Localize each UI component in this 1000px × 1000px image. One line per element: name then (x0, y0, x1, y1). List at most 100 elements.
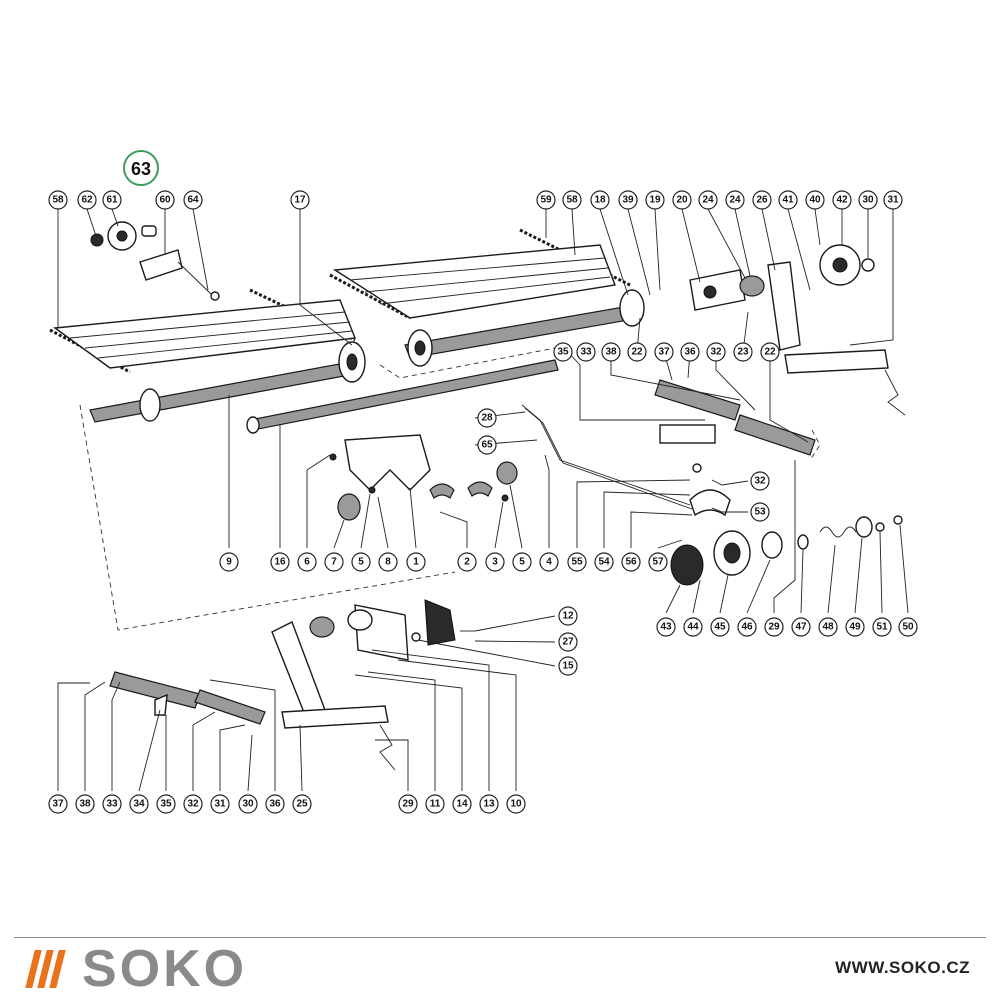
callout-label: 5 (358, 557, 364, 568)
assembly-boundary-left (79, 404, 456, 631)
callouts-bottom-row-right: 43 44 45 46 29 47 48 49 51 50 (656, 617, 918, 637)
callout-label: 24 (729, 195, 741, 206)
callout-label: 59 (540, 195, 552, 206)
callout: 34 (129, 794, 149, 814)
callout-label: 3 (492, 557, 498, 568)
callout-label: 32 (710, 347, 722, 358)
callout: 35 (156, 794, 176, 814)
callout: 46 (737, 617, 757, 637)
callout: 58 (48, 190, 68, 210)
callout-label: 32 (754, 476, 766, 487)
control-rod-drawing (521, 404, 731, 517)
callout: 29 (764, 617, 784, 637)
callout-label: 43 (660, 622, 672, 633)
callout-label: 27 (562, 637, 574, 648)
callout-label: 31 (887, 195, 899, 206)
callout: 6 (297, 552, 317, 572)
callout-label: 18 (594, 195, 606, 206)
fork-bracket-drawing (329, 434, 518, 521)
callout-label: 51 (876, 622, 888, 633)
callout-label: 7 (331, 557, 337, 568)
callout: 57 (648, 552, 668, 572)
callout-label: 15 (562, 661, 574, 672)
callout: 10 (506, 794, 526, 814)
callout: 7 (324, 552, 344, 572)
callout-label: 19 (649, 195, 661, 206)
callout-label: 33 (580, 347, 592, 358)
callout-label: 64 (187, 195, 199, 206)
figure-number-badge: 63 (123, 150, 159, 186)
website-link[interactable]: WWW.SOKO.CZ (835, 958, 970, 977)
callout: 8 (378, 552, 398, 572)
callout: 32 (706, 342, 726, 362)
callout-label: 11 (430, 799, 441, 810)
callout: 36 (680, 342, 700, 362)
callouts-plate: 12 27 15 (558, 606, 578, 676)
callouts-middle: 28 65 32 53 (477, 408, 770, 522)
callout: 30 (238, 794, 258, 814)
callout-label: 24 (702, 195, 714, 206)
callout: 5 (512, 552, 532, 572)
callout: 65 (477, 435, 497, 455)
callout-label: 35 (557, 347, 569, 358)
callout-label: 33 (106, 799, 118, 810)
callout-label: 22 (631, 347, 643, 358)
callout-label: 62 (81, 195, 93, 206)
callout: 38 (75, 794, 95, 814)
callouts-top-left: 58 62 61 60 64 17 (48, 190, 310, 210)
callout-label: 6 (304, 557, 310, 568)
callout-label: 57 (652, 557, 664, 568)
callout: 43 (656, 617, 676, 637)
callout-label: 16 (274, 557, 286, 568)
callout: 38 (601, 342, 621, 362)
callout: 5 (351, 552, 371, 572)
callout-label: 20 (676, 195, 688, 206)
crank-assembly-drawing (109, 616, 396, 771)
callout-label: 14 (456, 799, 468, 810)
callout: 23 (733, 342, 753, 362)
callout-label: 1 (413, 557, 419, 568)
callout-label: 34 (133, 799, 145, 810)
callout: 56 (621, 552, 641, 572)
callout-label: 58 (52, 195, 64, 206)
callout-label: 39 (622, 195, 634, 206)
callout: 16 (270, 552, 290, 572)
callout: 37 (654, 342, 674, 362)
callout-label: 41 (782, 195, 794, 206)
callout-label: 36 (684, 347, 696, 358)
callout: 1 (406, 552, 426, 572)
callout-label: 55 (571, 557, 583, 568)
callout: 62 (77, 190, 97, 210)
callout: 30 (858, 190, 878, 210)
callout: 17 (290, 190, 310, 210)
callout: 55 (567, 552, 587, 572)
parts-drawing (49, 221, 906, 771)
brand-name: SOKO (82, 940, 248, 998)
callout-label: 61 (106, 195, 118, 206)
callout: 20 (672, 190, 692, 210)
callout: 32 (183, 794, 203, 814)
callout-label: 47 (795, 622, 807, 633)
figure-number: 63 (131, 159, 151, 179)
callout: 40 (805, 190, 825, 210)
callout-label: 30 (242, 799, 254, 810)
clutch-assembly-drawing (670, 515, 903, 586)
callout-label: 36 (269, 799, 281, 810)
callout: 15 (558, 656, 578, 676)
right-conveyor-drawing (329, 228, 645, 367)
callout: 31 (210, 794, 230, 814)
callout: 25 (292, 794, 312, 814)
callout-label: 5 (519, 557, 525, 568)
callout: 60 (155, 190, 175, 210)
callout: 33 (576, 342, 596, 362)
callout: 9 (219, 552, 239, 572)
callout-label: 35 (160, 799, 172, 810)
callout-label: 45 (714, 622, 726, 633)
assembly-boundary-top (379, 347, 556, 379)
callout: 29 (398, 794, 418, 814)
callout-label: 10 (510, 799, 522, 810)
callout-label: 54 (598, 557, 610, 568)
callout: 3 (485, 552, 505, 572)
callout-label: 56 (625, 557, 637, 568)
